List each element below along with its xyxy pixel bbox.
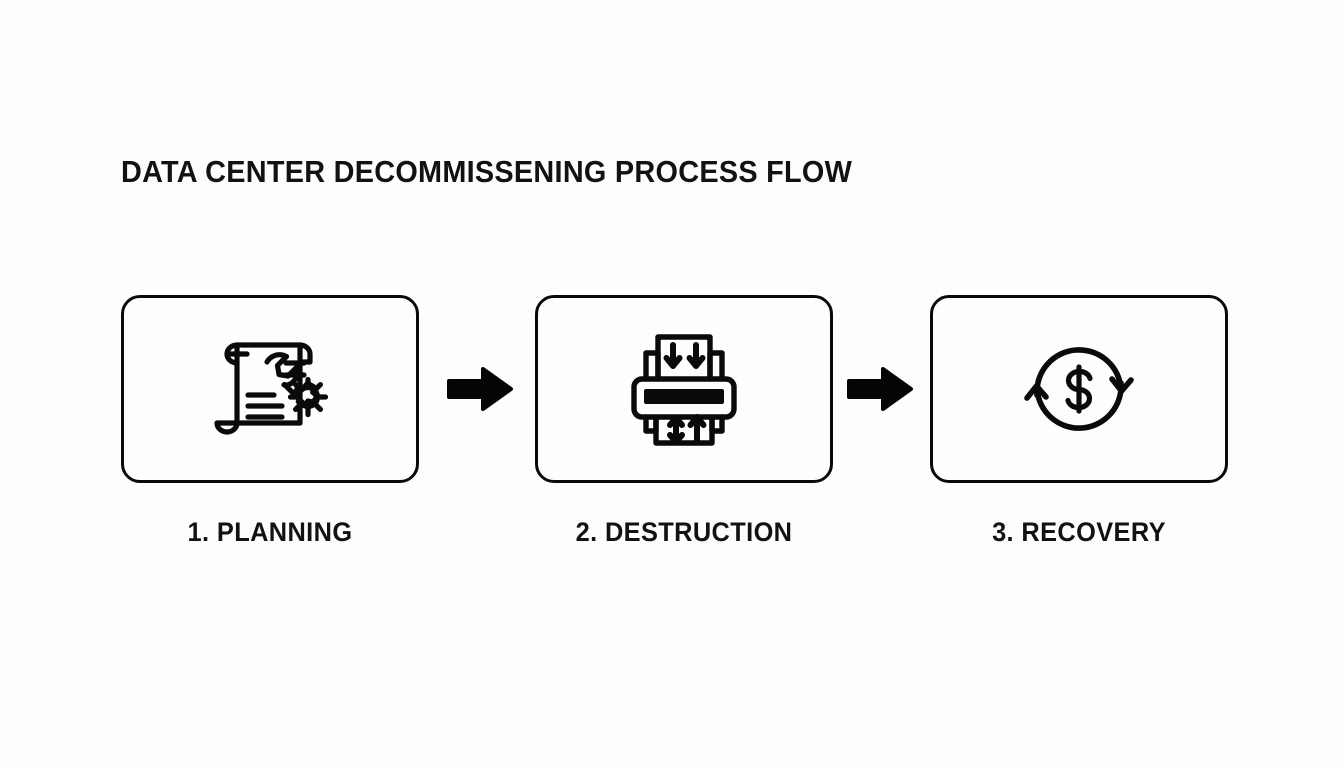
arrow-planning-to-destruction: [447, 365, 513, 413]
right-arrow-icon: [447, 367, 513, 411]
step-label-destruction: 2. DESTRUCTION: [575, 517, 793, 547]
step-label-recovery: 3. RECOVERY: [992, 517, 1166, 547]
step-box-recovery[interactable]: [930, 295, 1228, 483]
paper-shredder-icon: [631, 334, 737, 446]
arrow-destruction-to-recovery: [847, 365, 913, 413]
process-step-recovery[interactable]: 3. RECOVERY: [930, 295, 1228, 547]
step-box-planning[interactable]: [121, 295, 419, 483]
process-flow: 1. PLANNING: [0, 295, 1344, 547]
step-box-destruction[interactable]: [535, 295, 833, 483]
step-label-planning: 1. PLANNING: [187, 517, 353, 547]
process-step-planning[interactable]: 1. PLANNING: [121, 295, 419, 547]
document-scroll-wrench-gear-icon: [214, 342, 329, 435]
process-step-destruction[interactable]: 2. DESTRUCTION: [535, 295, 833, 547]
right-arrow-icon: [847, 367, 913, 411]
recycle-dollar-icon: [1024, 347, 1134, 431]
page-title: DATA CENTER DECOMMISSENING PROCESS FLOW: [121, 154, 853, 189]
